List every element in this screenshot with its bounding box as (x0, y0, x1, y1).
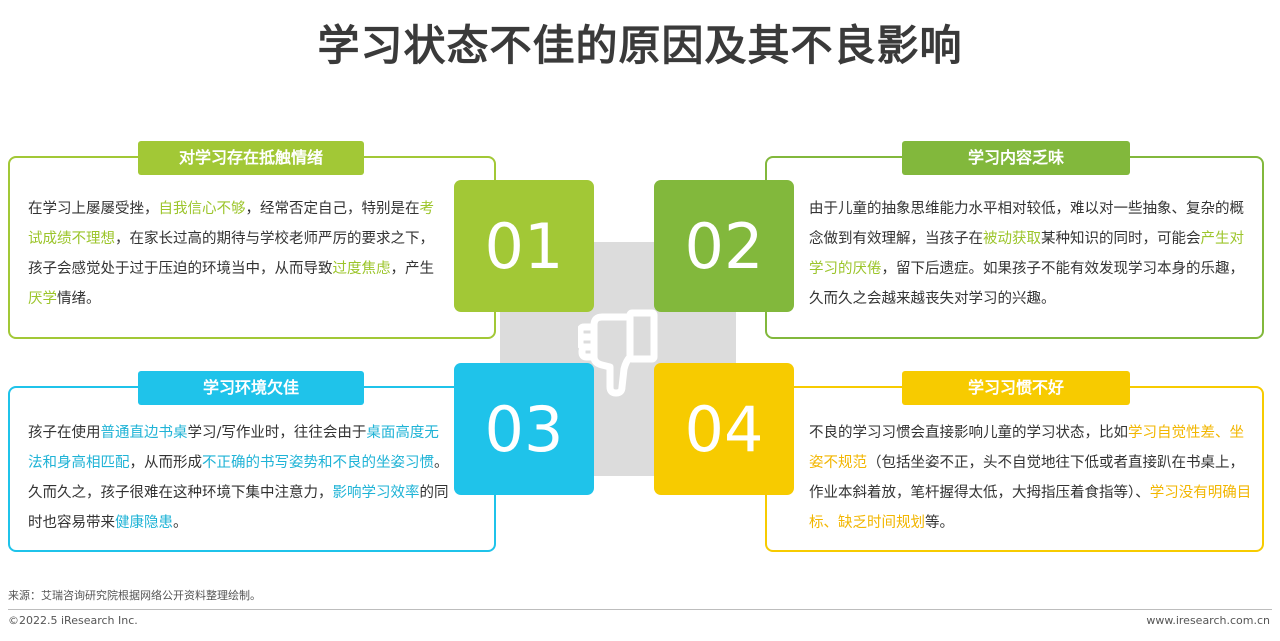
thumbs-down-icon (578, 309, 658, 397)
text-segment: ，从而形成 (129, 455, 203, 471)
text-segment: 由于儿童的抽象思维能力水平相对较低，难以对一些抽象、复杂的概念做到有效理解，当孩… (809, 201, 1244, 247)
highlighted-phrase: 过度焦虑 (332, 261, 391, 277)
highlighted-phrase: 厌学 (28, 291, 57, 307)
source-note: 来源：艾瑞咨询研究院根据网络公开资料整理绘制。 (8, 589, 261, 602)
highlighted-phrase: 普通直边书桌 (100, 425, 188, 441)
number-box-03: 03 (454, 363, 594, 495)
website-link: www.iresearch.com.cn (1146, 614, 1270, 627)
page-title: 学习状态不佳的原因及其不良影响 (317, 21, 963, 70)
number-box-02: 02 (654, 180, 794, 312)
panel-text-boring-content: 由于儿童的抽象思维能力水平相对较低，难以对一些抽象、复杂的概念做到有效理解，当孩… (809, 194, 1247, 314)
panel-text-bad-habits: 不良的学习习惯会直接影响儿童的学习状态，比如学习自觉性差、坐姿不规范（包括坐姿不… (809, 418, 1255, 538)
panel-environment: 学习环境欠佳 孩子在使用普通直边书桌学习/写作业时，往往会由于桌面高度无法和身高… (8, 371, 496, 552)
text-segment: 在学习上屡屡受挫， (28, 201, 159, 217)
panel-resistance: 对学习存在抵触情绪 在学习上屡屡受挫，自我信心不够，经常否定自己，特别是在考试成… (8, 141, 496, 339)
panel-boring-content: 学习内容乏味 由于儿童的抽象思维能力水平相对较低，难以对一些抽象、复杂的概念做到… (765, 141, 1264, 339)
number-box-01: 01 (454, 180, 594, 312)
text-segment: （包括坐姿不正，头不自觉地往下低或者直接趴在书桌上，作业本斜着放，笔杆握得太低，… (809, 455, 1244, 501)
text-segment: 情绪。 (57, 291, 101, 307)
copyright: ©2022.5 iResearch Inc. (8, 614, 138, 627)
panel-text-resistance: 在学习上屡屡受挫，自我信心不够，经常否定自己，特别是在考试成绩不理想，在家长过高… (28, 194, 448, 314)
panel-tag-resistance: 对学习存在抵触情绪 (138, 141, 364, 175)
text-segment: 某种知识的同时，可能会 (1041, 231, 1201, 247)
highlighted-phrase: 自我信心不够 (158, 201, 246, 217)
highlighted-phrase: 桌面高度无法和身高相匹配 (28, 425, 439, 471)
text-segment: 孩子在使用 (28, 425, 101, 441)
text-segment: 。 (173, 515, 188, 531)
text-segment: ，经常否定自己，特别是在 (245, 201, 420, 217)
panel-bad-habits: 学习习惯不好 不良的学习习惯会直接影响儿童的学习状态，比如学习自觉性差、坐姿不规… (765, 371, 1264, 552)
text-segment: ，留下后遗症。如果孩子不能有效发现学习本身的乐趣，久而久之会越来越丧失对学习的兴… (809, 261, 1244, 307)
panel-tag-environment: 学习环境欠佳 (138, 371, 364, 405)
text-segment: 学习/写作业时，往往会由于 (187, 425, 367, 441)
footer-divider (8, 609, 1272, 610)
panel-tag-boring-content: 学习内容乏味 (902, 141, 1130, 175)
text-segment: 不良的学习习惯会直接影响儿童的学习状态，比如 (809, 425, 1128, 441)
text-segment: 的同时也容易带来 (28, 485, 449, 531)
highlighted-phrase: 产生对学习的厌倦 (809, 231, 1244, 277)
highlighted-phrase: 学习没有明确目标、缺乏时间规划 (809, 485, 1252, 531)
highlighted-phrase: 不正确的书写姿势和不良的坐姿习惯 (202, 455, 434, 471)
panel-tag-bad-habits: 学习习惯不好 (902, 371, 1130, 405)
highlighted-phrase: 被动获取 (983, 231, 1041, 247)
text-segment: ，在家长过高的期待与学校老师严厉的要求之下，孩子会感觉处于过于压迫的环境当中，从… (28, 231, 434, 277)
highlighted-phrase: 考试成绩不理想 (28, 201, 434, 247)
highlighted-phrase: 学习自觉性差、坐姿不规范 (809, 425, 1244, 471)
text-segment: ，产生 (390, 261, 435, 277)
number-box-04: 04 (654, 363, 794, 495)
text-segment: 等。 (925, 515, 954, 531)
panel-text-environment: 孩子在使用普通直边书桌学习/写作业时，往往会由于桌面高度无法和身高相匹配，从而形… (28, 418, 453, 538)
text-segment: 。久而久之，孩子很难在这种环境下集中注意力， (28, 455, 449, 501)
highlighted-phrase: 影响学习效率 (332, 485, 420, 501)
highlighted-phrase: 健康隐患 (115, 515, 173, 531)
